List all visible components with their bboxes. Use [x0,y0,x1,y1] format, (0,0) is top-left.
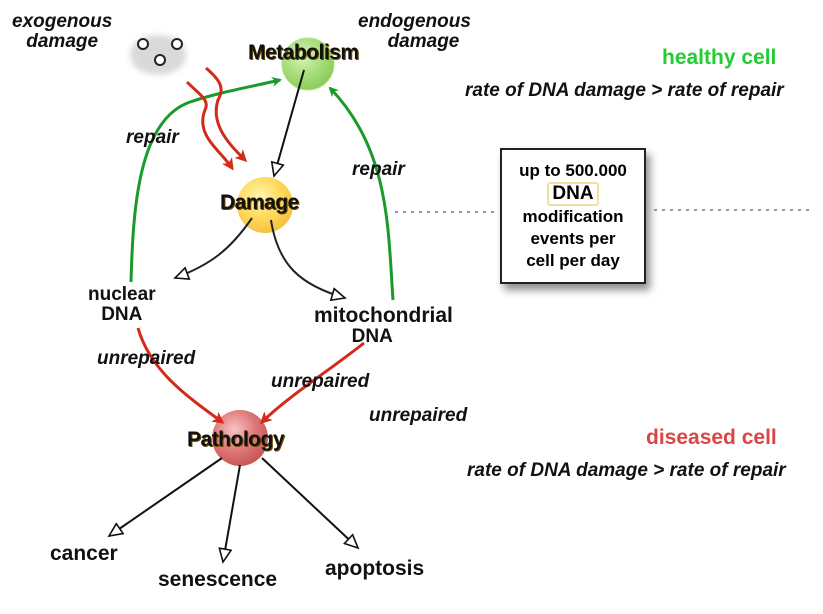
mito-label-line2: DNA [351,326,393,348]
metabolism-node [281,37,335,91]
diseased-cell-title: diseased cell [646,426,777,449]
dna-modification-info-box: up to 500.000 DNA modification events pe… [500,148,646,284]
info-line5: cell per day [526,251,620,270]
info-dna-highlight: DNA [547,182,599,206]
damage-to-mito-arrow [270,219,345,298]
repair-right-label: repair [352,159,405,180]
repair-arrow-right [328,86,395,301]
pathology-label: Pathology [187,428,285,451]
mitochondrial-dna-label: mitochondrial DNA [314,304,453,348]
repair-left-label: repair [126,127,179,148]
info-line3: modification [522,207,624,226]
unrepaired-mito-label: unrepaired [271,371,370,392]
outcome-senescence: senescence [158,568,278,591]
diseased-rate-text: rate of DNA damage > rate of repair [467,460,786,481]
unrepaired-nuclear-arrow [136,327,225,424]
outcome-apoptosis: apoptosis [325,557,425,580]
endogenous-label-line2: damage [387,30,460,52]
damage-to-nuclear-arrow [175,217,253,278]
healthy-rate-text: rate of DNA damage > rate of repair [465,80,784,101]
pathology-node [212,410,268,466]
mito-label-line1: mitochondrial [314,304,453,327]
endogenous-damage-label: endogenous damage [358,12,471,52]
metabolism-to-damage-arrow [274,69,305,176]
exogenous-label-line2: damage [26,30,99,52]
outcome-cancer: cancer [50,542,118,565]
repair-arrow-left [129,76,282,283]
damage-arrow-exogenous-2 [205,66,248,163]
endogenous-label-line1: endogenous [358,11,471,32]
info-line1: up to 500.000 [519,161,627,180]
healthy-cell-title: healthy cell [662,46,777,69]
nuclear-label-line2: DNA [101,303,143,325]
nuclear-dna-label: nuclear DNA [88,285,156,325]
damage-label: Damage [220,191,299,214]
unrepaired-nuclear-label: unrepaired [97,348,196,369]
exogenous-damage-label: exogenous damage [12,12,112,52]
nuclear-label-line1: nuclear [88,284,156,305]
info-line4: events per [530,229,616,248]
exogenous-label-line1: exogenous [12,11,113,32]
pathology-to-senescence-arrow [223,464,241,562]
unrepaired-extra-label: unrepaired [369,405,468,426]
pathology-to-cancer-arrow [109,457,223,536]
unrepaired-mito-arrow [259,341,365,425]
metabolism-label: Metabolism [248,41,359,64]
damage-arrow-exogenous-1 [185,80,234,171]
pathology-to-apoptosis-arrow [261,457,358,548]
exogenous-particles-icon [130,35,186,75]
